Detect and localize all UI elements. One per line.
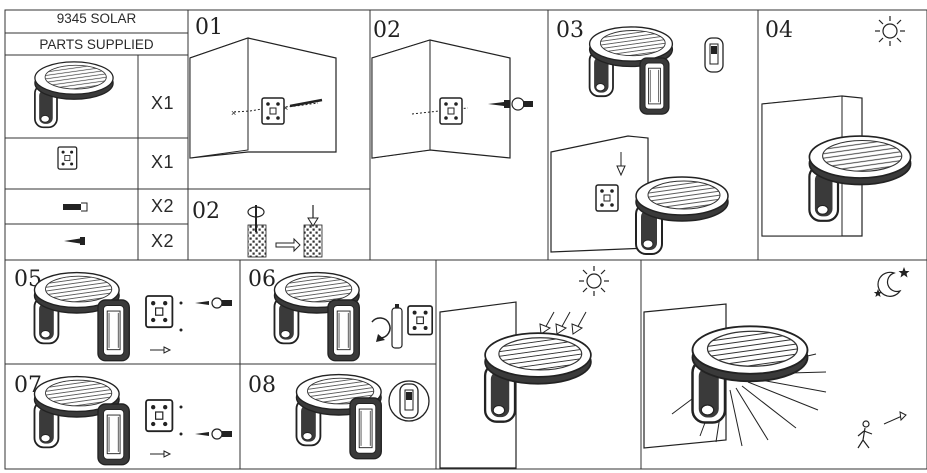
night-motion-drawing — [643, 267, 910, 449]
step-02b-drawing — [247, 205, 323, 258]
moon-stars-icon — [873, 267, 910, 297]
step-04-label: 04 — [765, 18, 793, 43]
step-06-label: 06 — [248, 267, 276, 292]
qty-plate: X1 — [151, 152, 175, 172]
walking-person-icon — [857, 411, 907, 449]
mounting-plate-icon — [57, 146, 78, 170]
parts-supplied-heading: PARTS SUPPLIED — [39, 37, 154, 52]
day-charging-drawing — [439, 265, 610, 469]
svg-text:×: × — [231, 108, 236, 118]
on-off-switch-icon — [704, 37, 724, 73]
step-07-drawing — [33, 375, 232, 466]
step-01-drawing: × × — [189, 37, 337, 159]
on-off-switch-icon — [388, 380, 430, 422]
screw-icon — [64, 237, 85, 245]
svg-text:×: × — [283, 103, 288, 113]
sun-icon — [578, 265, 610, 297]
step-01-label: 01 — [195, 15, 223, 40]
step-03-label: 03 — [556, 18, 584, 43]
qty-lamp: X1 — [151, 93, 175, 113]
step-08-drawing — [295, 373, 430, 460]
product-title: 9345 SOLAR — [56, 11, 137, 26]
qty-wall-plug: X2 — [151, 196, 175, 216]
grid-lines — [4, 9, 927, 470]
step-02b-label: 02 — [192, 199, 220, 224]
step-02-drawing — [371, 39, 533, 159]
wall-plug-icon — [63, 202, 88, 212]
sun-icon — [874, 15, 906, 47]
qty-screw: X2 — [151, 231, 175, 251]
solar-lamp-icon — [34, 60, 114, 129]
step-06-drawing — [273, 271, 434, 362]
step-05-drawing — [33, 271, 232, 362]
step-08-label: 08 — [248, 373, 276, 398]
step-04-drawing — [761, 15, 912, 237]
step-02-label: 02 — [373, 18, 401, 43]
step-03-drawing — [550, 25, 729, 255]
